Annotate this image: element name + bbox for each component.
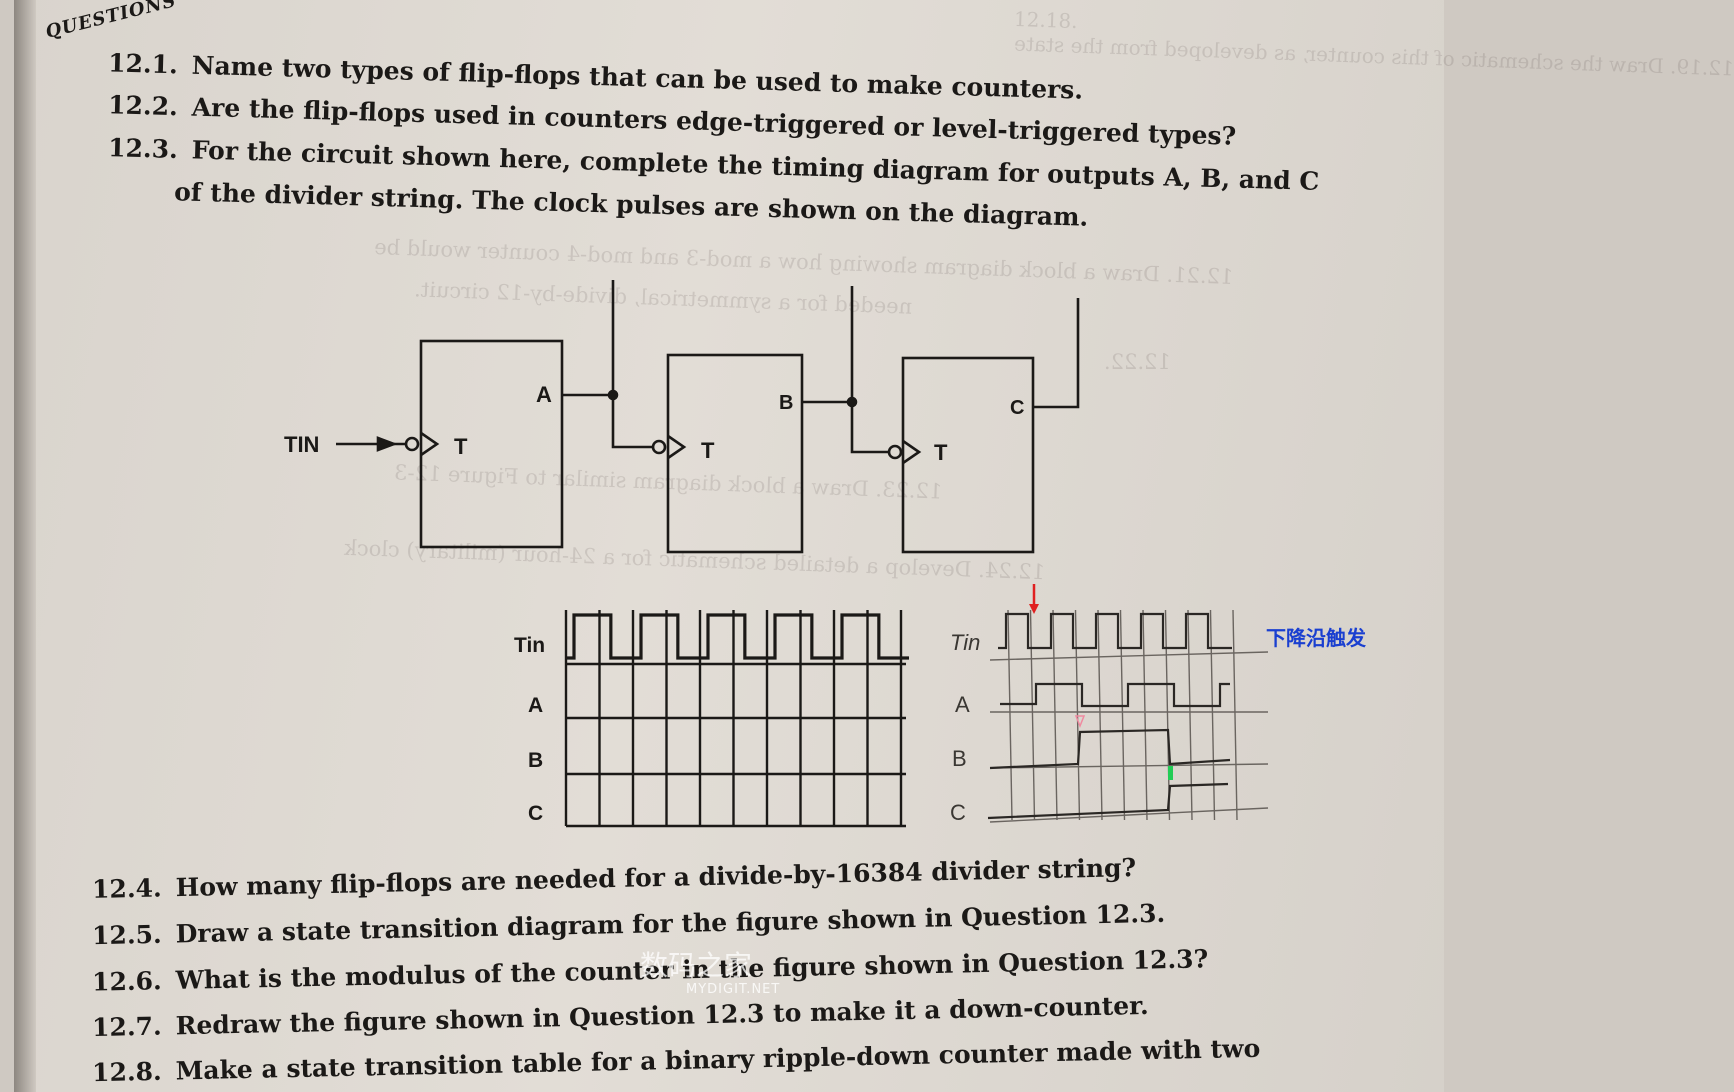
handwritten-gridline [1097, 609, 1103, 821]
flip-flop-c-output-label: C [1010, 397, 1024, 419]
handwritten-timing-diagram: Tin A B C [950, 584, 1269, 825]
flip-flop-c-box [901, 356, 1035, 554]
watermark-url: MYDIGIT.NET [686, 982, 781, 997]
timing-label-c: C [528, 802, 543, 825]
handwritten-tin-waveform [998, 612, 1232, 650]
handwritten-label-c: C [950, 800, 966, 825]
flip-flop-a-box [419, 339, 564, 549]
flip-flop-c-input-label: T [934, 440, 948, 465]
timing-label-a: A [528, 694, 543, 717]
flip-flop-b-input-label: T [701, 438, 715, 463]
pink-arrow-marker [1074, 715, 1086, 729]
handwritten-gridline [1029, 609, 1036, 821]
handwritten-gridline [1142, 609, 1148, 821]
input-label: TIN [284, 432, 319, 457]
spine-shadow [14, 0, 36, 1092]
handwritten-label-a: A [955, 692, 970, 717]
handwritten-gridline [1187, 609, 1193, 821]
handwritten-gridline [1164, 609, 1171, 821]
falling-edge-annotation: 下降沿触发 [1266, 626, 1366, 650]
clock-waveform [566, 613, 909, 660]
printed-timing-diagram: Tin A B C [514, 610, 909, 828]
handwritten-gridline [1052, 609, 1058, 821]
handwritten-b-waveform [989, 728, 1231, 770]
handwritten-c-waveform [987, 782, 1229, 820]
flip-flop-a-output-label: A [536, 382, 552, 407]
handwritten-label-b: B [952, 746, 967, 771]
green-marker [1168, 766, 1173, 780]
timing-label-tin: Tin [514, 634, 545, 657]
flip-flop-circuit: TIN A T B T C T [284, 280, 1080, 554]
handwritten-row-line [989, 807, 1269, 823]
handwritten-gridline [1119, 609, 1126, 821]
handwritten-gridline [1232, 609, 1238, 821]
handwritten-gridline [1209, 609, 1216, 821]
flip-flop-b-output-label: B [779, 392, 793, 414]
red-arrow-head [1029, 604, 1039, 614]
timing-label-b: B [528, 749, 543, 772]
flip-flop-b-box [666, 353, 804, 554]
flip-flop-a-input-label: T [454, 434, 468, 459]
watermark-logo: 数码之家 [640, 949, 753, 982]
handwritten-label-tin: Tin [950, 630, 980, 655]
handwritten-gridline [1007, 609, 1013, 821]
handwritten-a-waveform [1000, 682, 1230, 708]
handwritten-row-line [989, 651, 1269, 661]
textbook-page: 12.18. 12.19. Draw the schematic of this… [14, 0, 1734, 1092]
handwritten-row-line [989, 763, 1269, 769]
handwritten-gridline [1074, 609, 1081, 821]
